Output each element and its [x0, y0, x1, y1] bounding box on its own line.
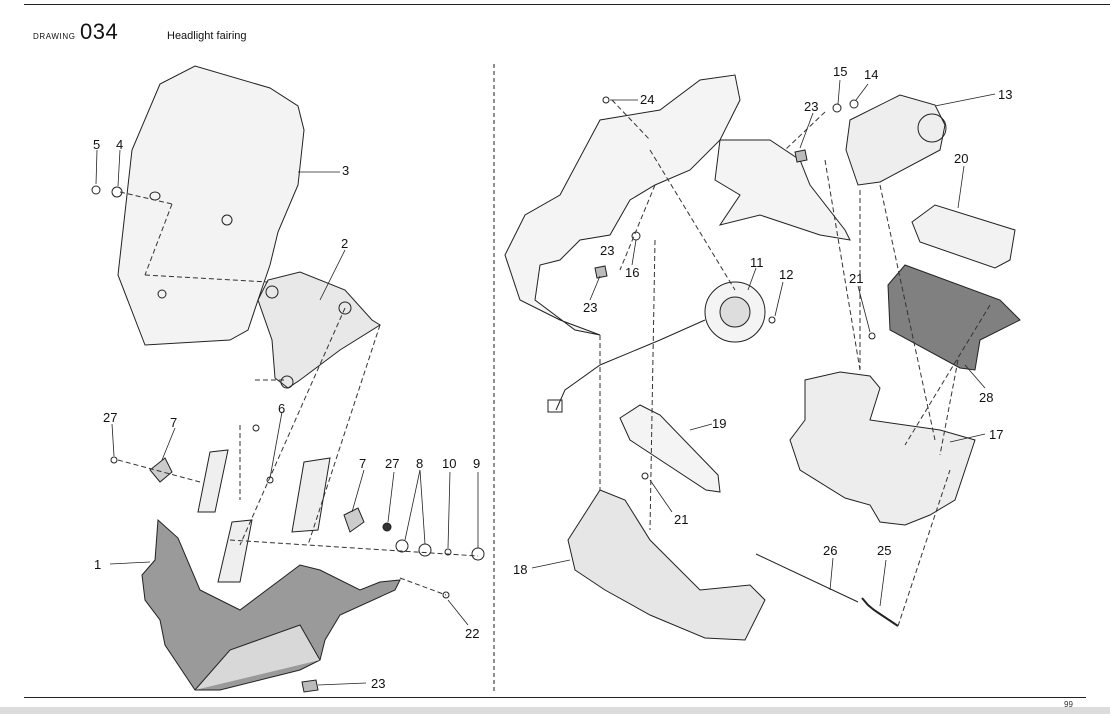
drawing-label: DRAWING — [33, 32, 76, 41]
windscreen-hole — [221, 214, 233, 226]
callout-14: 14 — [864, 67, 878, 82]
bottom-rule — [24, 697, 1086, 698]
callout-10: 10 — [442, 456, 456, 471]
drawing-title: Headlight fairing — [167, 30, 247, 42]
callout-12: 12 — [779, 267, 793, 282]
page-number: 99 — [1064, 700, 1073, 709]
callout-2: 2 — [341, 236, 348, 251]
connector-part — [547, 399, 563, 413]
callout-25: 25 — [877, 543, 891, 558]
air-vent-part — [291, 457, 331, 533]
lower-fairing-part — [567, 489, 766, 641]
clip-part — [594, 265, 608, 279]
windscreen-bracket-part — [257, 271, 381, 389]
cover-part — [619, 404, 721, 493]
bracket-bushing — [280, 375, 294, 389]
side-panel-part — [789, 371, 976, 526]
callout-4: 4 — [116, 137, 123, 152]
callout-27b: 27 — [385, 456, 399, 471]
callout-1: 1 — [94, 557, 101, 572]
callout-7b: 7 — [359, 456, 366, 471]
callout-16: 16 — [625, 265, 639, 280]
drawing-number: 034 — [80, 19, 119, 44]
callout-15: 15 — [833, 64, 847, 79]
callout-13: 13 — [998, 87, 1012, 102]
glovebox-part — [887, 264, 1021, 371]
callout-24: 24 — [640, 92, 654, 107]
callout-labels: 1 2 3 4 5 6 7 7 8 9 10 11 12 13 14 15 16… — [93, 64, 1012, 691]
callout-23: 23 — [583, 300, 597, 315]
callout-21b: 21 — [674, 512, 688, 527]
screw-part — [602, 96, 610, 104]
clip-part — [794, 149, 808, 163]
rod-part — [755, 553, 859, 603]
callout-3: 3 — [342, 163, 349, 178]
adjuster-knob-part — [149, 457, 173, 483]
air-vent-part — [197, 449, 229, 513]
bracket-bushing — [338, 301, 352, 315]
spring-part — [861, 597, 899, 627]
front-frame-part — [504, 74, 741, 336]
air-vent-part — [217, 519, 253, 583]
washer-part — [444, 548, 452, 556]
wire — [555, 319, 706, 411]
leader-lines — [95, 79, 996, 686]
nut-part — [382, 522, 392, 532]
callout-23c: 23 — [371, 676, 385, 691]
nut-part — [110, 456, 118, 464]
screw-part — [471, 547, 485, 561]
screw-part — [868, 332, 876, 340]
bracket-bushing — [265, 285, 279, 299]
washer-part — [832, 103, 842, 113]
callout-11: 11 — [750, 255, 764, 270]
callout-8: 8 — [416, 456, 423, 471]
top-rule — [24, 4, 1110, 5]
screw-part — [641, 472, 649, 480]
instrument-panel-part — [845, 94, 946, 186]
frame-bracket-part — [714, 139, 851, 241]
callout-7: 7 — [170, 415, 177, 430]
clip-part — [301, 679, 319, 693]
callout-22: 22 — [465, 626, 479, 641]
callout-20: 20 — [954, 151, 968, 166]
callout-9: 9 — [473, 456, 480, 471]
windscreen-hole — [157, 289, 167, 299]
assembly-lines — [117, 99, 991, 627]
callout-26: 26 — [823, 543, 837, 558]
washer-part — [91, 185, 101, 195]
adjuster-knob-part — [343, 507, 365, 533]
callout-18: 18 — [513, 562, 527, 577]
callout-23b: 23 — [804, 99, 818, 114]
screw-part — [768, 316, 776, 324]
footer-band — [0, 707, 1110, 714]
callout-6: 6 — [278, 401, 285, 416]
dial — [917, 113, 947, 143]
glovebox-lid-part — [911, 204, 1016, 269]
callout-28: 28 — [979, 390, 993, 405]
windscreen-part — [117, 65, 305, 346]
spacer-part — [395, 539, 409, 553]
screw-part — [442, 591, 450, 599]
callout-17: 17 — [989, 427, 1003, 442]
callout-21: 21 — [849, 271, 863, 286]
spacer-part — [418, 543, 432, 557]
grommet-part — [849, 99, 859, 109]
callout-19: 19 — [712, 416, 726, 431]
callout-23d: 23 — [600, 243, 614, 258]
headlight-fairing-part — [141, 518, 401, 691]
callout-27: 27 — [103, 410, 117, 425]
screw-part — [252, 424, 260, 432]
callout-5: 5 — [93, 137, 100, 152]
